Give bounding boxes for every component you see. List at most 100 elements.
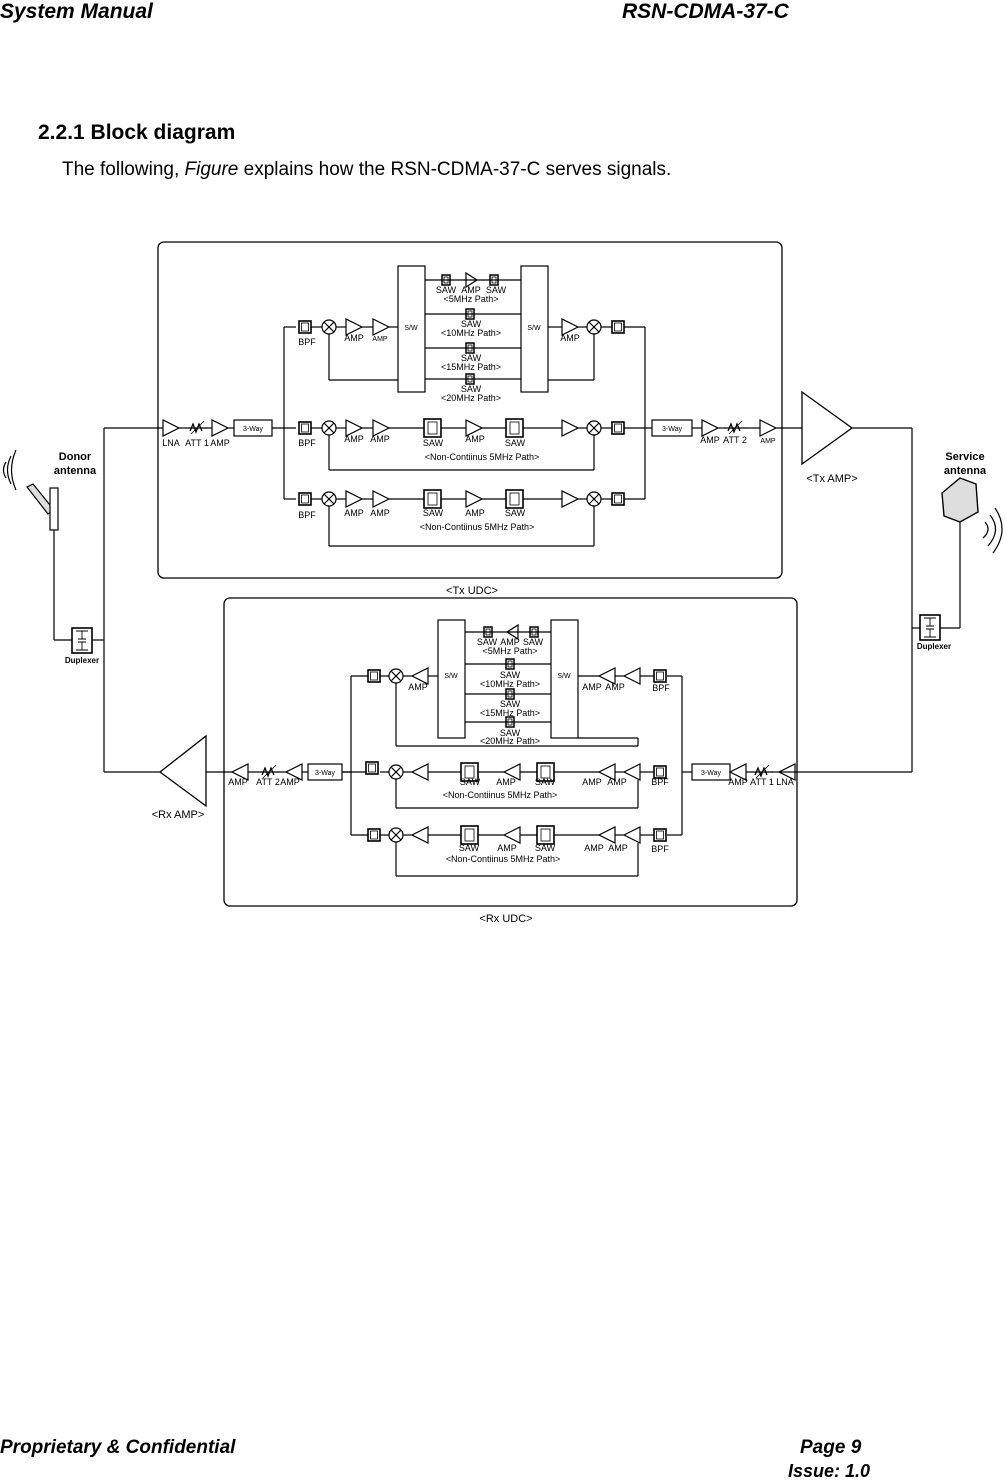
footer-confidentiality: Proprietary & Confidential — [0, 1437, 236, 1458]
intro-text-after: explains how the RSN-CDMA-37-C serves si… — [238, 159, 672, 180]
rx-saw-b3a-label: SAW — [535, 843, 556, 853]
tx-amp-b1b-label: AMP — [372, 336, 388, 343]
tx-path15-saw-label: SAW — [461, 353, 482, 363]
block-diagram: Donor antenna Duplexer Service antenna D… — [2, 241, 1003, 925]
tx-amp-b1a-label: AMP — [344, 333, 364, 343]
rx-noncont-path-label-2: <Non-Contiinus 5MHz Path> — [446, 854, 561, 864]
rx-switch-right-label: S/W — [557, 673, 571, 680]
rx-amp-b1a-label: AMP — [605, 682, 625, 692]
tx-amp-b2c-label: AMP — [465, 434, 485, 444]
rx-noncont-path-label-1: <Non-Contiinus 5MHz Path> — [443, 790, 558, 800]
rx-amp-b1b-label: AMP — [582, 682, 602, 692]
tx-path15-label: <15MHz Path> — [441, 362, 501, 372]
tx-amp-b3b-label: AMP — [370, 508, 390, 518]
rx-path5-label: <5MHz Path> — [482, 646, 537, 656]
rx-udc-module: <Rx UDC> LNA ATT 1 AMP 3-Way BPF AMP AMP… — [206, 597, 798, 925]
tx-amp-b2a-label: AMP — [344, 434, 364, 444]
tx-switch-right — [520, 265, 549, 393]
tx-bpf-3 — [298, 492, 312, 506]
rx-switch-left-label: S/W — [444, 673, 458, 680]
footer-page: Page 9 — [800, 1437, 861, 1459]
tx-path10-label: <10MHz Path> — [441, 328, 501, 338]
tx-lna-label: LNA — [162, 438, 180, 448]
rx-path5-saw1-label: SAW — [477, 637, 498, 647]
service-duplexer: Duplexer — [917, 614, 961, 651]
tx-path10-saw-label: SAW — [461, 319, 482, 329]
rx-amp-b3b-label: AMP — [584, 843, 604, 853]
rx-udc-label: <Rx UDC> — [479, 913, 532, 925]
rx-amp-in-label: AMP — [728, 777, 748, 787]
tx-amp-out2-label: AMP — [760, 438, 776, 445]
tx-att2-label: ATT 2 — [723, 435, 747, 445]
service-duplexer-label: Duplexer — [917, 642, 951, 651]
tx-path5-label: <5MHz Path> — [443, 294, 498, 304]
donor-duplexer-label: Duplexer — [65, 656, 99, 665]
tx-amp-module: <Tx AMP> — [801, 390, 858, 485]
tx-saw-b3b-label: SAW — [505, 508, 526, 518]
rx-amp-out1-label: AMP — [280, 777, 300, 787]
rx-amp-b1c-label: AMP — [408, 682, 428, 692]
tx-path20-label: <20MHz Path> — [441, 393, 501, 403]
rx-3way-combiner-label: 3-Way — [315, 770, 335, 777]
tx-udc-module: <Tx UDC> LNA ATT 1 AMP 3-Way BPF AMP AMP… — [157, 241, 802, 597]
rx-amp-b2a-label: AMP — [607, 777, 627, 787]
rx-path15-label: <15MHz Path> — [480, 708, 540, 718]
tx-bpf-1-label: BPF — [298, 337, 316, 347]
rx-amp-b2c-label: AMP — [496, 777, 516, 787]
rx-amp-b3a-label: AMP — [608, 843, 628, 853]
tx-noncont-path-label-1: <Non-Contiinus 5MHz Path> — [425, 452, 540, 462]
tx-3way-combiner-label: 3-Way — [662, 426, 682, 433]
tx-amp-b3c-label: AMP — [465, 508, 485, 518]
tx-switch-right-label: S/W — [527, 325, 541, 332]
rx-switch-left — [437, 619, 466, 739]
rx-att1-label: ATT 1 — [750, 777, 774, 787]
tx-bpf-2-label: BPF — [298, 438, 316, 448]
tx-att1-label: ATT 1 — [185, 438, 209, 448]
rx-amp-module: <Rx AMP> — [152, 734, 207, 821]
rx-bpf-1-label: BPF — [652, 683, 670, 693]
footer-issue: Issue: 1.0 — [788, 1461, 871, 1481]
intro-text-before: The following, — [62, 159, 185, 180]
rx-att2-label: ATT 2 — [256, 777, 280, 787]
tx-bpf-1 — [298, 320, 312, 334]
rx-lna-label: LNA — [776, 777, 794, 787]
tx-path20-saw-label: SAW — [461, 384, 482, 394]
rx-amp-label: <Rx AMP> — [152, 809, 205, 821]
rx-saw-b2b-label: SAW — [460, 777, 481, 787]
rx-path10-saw-label: SAW — [500, 670, 521, 680]
donor-antenna-label-line1: Donor — [59, 451, 92, 463]
tx-path5-saw2-label: SAW — [486, 285, 507, 295]
rx-path5-saw2-label: SAW — [523, 637, 544, 647]
rx-path5-amp-label: AMP — [500, 637, 520, 647]
rx-path20-label: <20MHz Path> — [480, 736, 540, 746]
rx-lna-triangle — [777, 763, 796, 781]
rx-saw-b2a-label: SAW — [535, 777, 556, 787]
trunk-wiring — [92, 427, 920, 773]
tx-amp-out1-label: AMP — [700, 435, 720, 445]
rx-path15-saw-label: SAW — [500, 699, 521, 709]
tx-amp-label: <Tx AMP> — [806, 473, 857, 485]
tx-amp-b2b-label: AMP — [370, 434, 390, 444]
rx-saw-b3b-label: SAW — [459, 843, 480, 853]
service-antenna-label-line1: Service — [945, 451, 984, 463]
tx-saw-b2b-label: SAW — [505, 438, 526, 448]
donor-antenna-label-line2: antenna — [54, 465, 97, 477]
tx-noncont-path-label-2: <Non-Contiinus 5MHz Path> — [420, 522, 535, 532]
tx-3way-splitter-label: 3-Way — [243, 426, 263, 433]
tx-amp-b1c-label: AMP — [560, 333, 580, 343]
rx-amp-b3c-label: AMP — [497, 843, 517, 853]
service-antenna-label-line2: antenna — [944, 465, 987, 477]
tx-bpf-3-label: BPF — [298, 510, 316, 520]
rx-switch-right — [550, 619, 579, 739]
tx-amp-b3a-label: AMP — [344, 508, 364, 518]
tx-mixer-1 — [321, 319, 337, 335]
tx-saw-b3a-label: SAW — [423, 508, 444, 518]
rx-path10-label: <10MHz Path> — [480, 679, 540, 689]
service-antenna-group: Service antenna — [941, 451, 1003, 615]
tx-att1-attenuator — [185, 420, 209, 435]
tx-mixer-1b — [586, 319, 602, 335]
rx-3way-splitter-label: 3-Way — [701, 770, 721, 777]
tx-lna-triangle — [162, 419, 181, 437]
tx-switch-left-label: S/W — [404, 325, 418, 332]
tx-amp-in-label: AMP — [210, 438, 230, 448]
